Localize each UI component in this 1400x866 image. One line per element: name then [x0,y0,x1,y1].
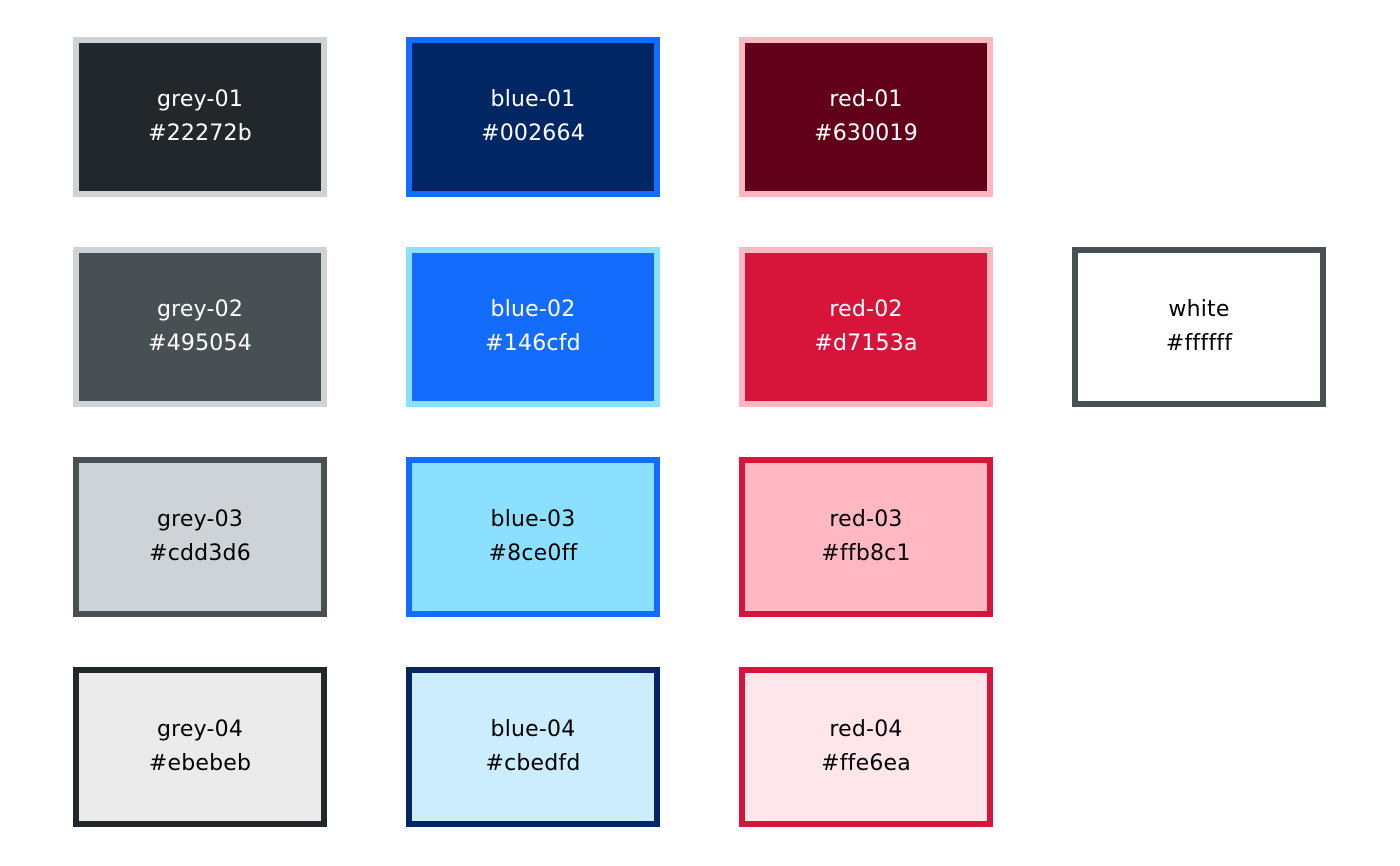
swatch-hex: #ffffff [1165,331,1233,356]
swatch-white: white #ffffff [1072,247,1326,407]
swatch-red-04: red-04 #ffe6ea [739,667,993,827]
swatch-name: red-04 [829,717,903,742]
swatch-name: grey-01 [156,87,244,112]
swatch-blue-02: blue-02 #146cfd [406,247,660,407]
swatch-hex: #146cfd [485,331,581,356]
swatch-grey-02: grey-02 #495054 [73,247,327,407]
swatch-blue-01: blue-01 #002664 [406,37,660,197]
swatch-name: grey-04 [156,717,244,742]
swatch-blue-04: blue-04 #cbedfd [406,667,660,827]
swatch-hex: #d7153a [814,331,918,356]
swatch-red-02: red-02 #d7153a [739,247,993,407]
swatch-grey-03: grey-03 #cdd3d6 [73,457,327,617]
swatch-hex: #495054 [148,331,252,356]
swatch-blue-03: blue-03 #8ce0ff [406,457,660,617]
swatch-hex: #22272b [148,121,252,146]
swatch-name: blue-04 [490,717,576,742]
swatch-hex: #cdd3d6 [149,541,251,566]
swatch-name: red-02 [829,297,903,322]
swatch-name: blue-02 [490,297,576,322]
swatch-red-03: red-03 #ffb8c1 [739,457,993,617]
swatch-grey-04: grey-04 #ebebeb [73,667,327,827]
swatch-name: grey-02 [156,297,244,322]
swatch-name: blue-03 [490,507,576,532]
swatch-hex: #ebebeb [148,751,252,776]
swatch-hex: #ffe6ea [821,751,911,776]
swatch-grey-01: grey-01 #22272b [73,37,327,197]
swatch-hex: #ffb8c1 [821,541,911,566]
swatch-name: blue-01 [490,87,576,112]
swatch-hex: #cbedfd [485,751,581,776]
swatch-name: white [1168,297,1230,322]
swatch-hex: #630019 [814,121,918,146]
swatch-hex: #002664 [481,121,585,146]
swatch-name: red-03 [829,507,903,532]
swatch-name: red-01 [829,87,903,112]
swatch-name: grey-03 [156,507,244,532]
swatch-red-01: red-01 #630019 [739,37,993,197]
swatch-hex: #8ce0ff [488,541,578,566]
